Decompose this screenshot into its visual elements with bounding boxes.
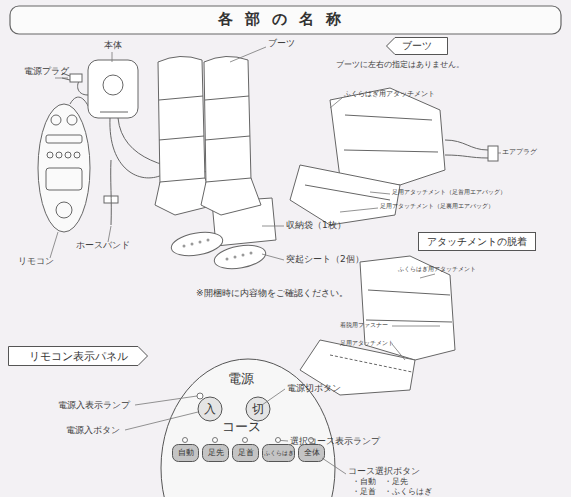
course-button: 自動 [172, 444, 199, 462]
part-label: 突起シート（2個） [286, 254, 364, 264]
part-label: ※開梱時に内容物をご確認ください。 [196, 288, 348, 298]
part-label: 電源入ボタン [66, 425, 120, 435]
part-label: エアプラグ [502, 148, 537, 156]
product-drawing [38, 56, 498, 395]
part-label: ホースバンド [76, 240, 130, 250]
part-label: 選択コース表示ランプ [290, 436, 380, 446]
course-button: 全体 [298, 444, 325, 462]
node-text: 電源 [228, 372, 254, 385]
part-label: 足用アタッチメント [340, 340, 394, 347]
part-label: 着脱用ファスナー [340, 322, 388, 329]
course-button: 足首 [232, 444, 259, 462]
node-text: 足首 [238, 449, 254, 457]
part-label: ブーツに左右の指定はありません。 [336, 60, 464, 69]
part-label: 足用アタッチメント（足裏用エアバッグ） [380, 203, 494, 210]
part-label: ・自動 ・足先 [352, 477, 408, 486]
part-label: 電源切ボタン [287, 383, 341, 393]
part-label: ふくらはぎ用アタッチメント [344, 90, 435, 98]
node-text: 入 [204, 403, 216, 415]
node-text: 切 [252, 403, 264, 415]
node-text: 全体 [304, 449, 320, 457]
power-button: 切 [245, 396, 271, 422]
remote-panel: 電源コース入 切自動 足先 足首 ふくらはぎ 全体 [160, 358, 336, 497]
part-label: 電源入表示ランプ [58, 400, 130, 410]
node-text: 足先 [208, 449, 224, 457]
course-button: ふくらはぎ [262, 444, 295, 462]
heading-box: アタッチメントの脱着 [418, 232, 536, 251]
part-label: 電源プラグ [24, 66, 69, 76]
node-text: 自動 [178, 449, 194, 457]
page-title: 各部の名称 [0, 11, 571, 28]
part-label: ・足首 ・ふくらはぎ [352, 487, 432, 496]
part-label: 収納袋（1枚） [286, 220, 346, 230]
node-text: コース [222, 420, 261, 433]
node-text: アタッチメントの脱着 [427, 237, 527, 247]
part-label: リモコン [18, 256, 54, 266]
node-text: ふくらはぎ [264, 450, 294, 456]
node-text: ブーツ [402, 41, 432, 51]
part-label: ふくらはぎ用アタッチメント [398, 266, 476, 273]
part-label: コース選択ボタン [348, 466, 420, 476]
power-button: 入 [197, 396, 223, 422]
heading-tag: ブーツ [386, 37, 448, 55]
course-button: 足先 [202, 444, 229, 462]
part-label: 足用アタッチメント（足首用エアバッグ） [392, 189, 506, 196]
part-label: ブーツ [268, 38, 295, 48]
node-text: リモコン表示パネル [29, 351, 128, 362]
part-label: 本体 [104, 40, 122, 50]
heading-tag: リモコン表示パネル [8, 346, 148, 366]
